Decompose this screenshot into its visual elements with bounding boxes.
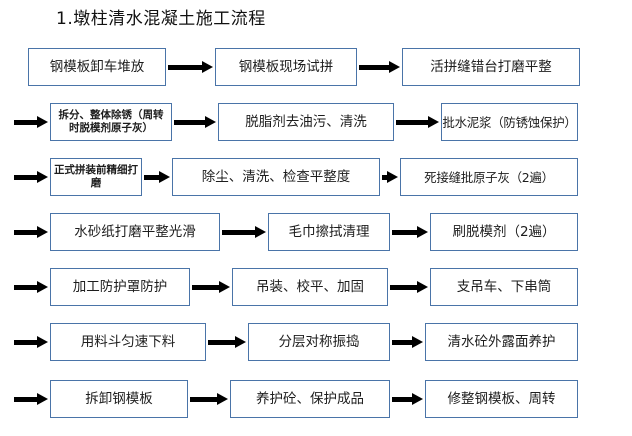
flow-node[interactable]: 毛巾擦拭清理 [268,213,390,251]
flow-arrow-icon [174,116,216,128]
flow-node[interactable]: 清水砼外露面养护 [425,323,578,361]
arrow-head [412,393,423,405]
arrow-shaft [392,229,418,235]
flow-node[interactable]: 加工防护罩防护 [50,268,190,306]
arrow-head [235,336,246,348]
arrow-head [255,226,266,238]
arrow-shaft [192,284,220,290]
flow-row: 用料斗匀速下料 分层对称振捣清水砼外露面养护 [0,323,632,363]
flow-arrow-icon [359,61,400,73]
arrow-shaft [168,64,203,70]
arrow-shaft [14,284,38,290]
flow-node[interactable]: 钢模板现场试拼 [215,48,357,86]
arrow-head [389,61,400,73]
flow-node[interactable]: 活拼缝错台打磨平整 [402,48,580,86]
flow-arrow-icon [392,393,423,405]
arrow-head [159,171,170,183]
arrow-head [417,281,428,293]
flow-arrow-icon [382,171,398,183]
arrow-head [428,116,439,128]
flow-row: 拆卸钢模板 养护砼、保护成品修整钢模板、周转 [0,380,632,420]
flow-node[interactable]: 支吊车、下串筒 [430,268,578,306]
flow-node[interactable]: 分层对称振捣 [248,323,390,361]
flow-node[interactable]: 钢模板卸车堆放 [28,48,166,86]
flow-node[interactable]: 除尘、清洗、检查平整度 [172,158,380,196]
flow-arrow-icon [14,336,48,348]
arrow-head [37,116,48,128]
arrow-head [37,336,48,348]
arrow-head [219,281,230,293]
flow-arrow-icon [392,336,423,348]
arrow-shaft [222,229,256,235]
flow-node[interactable]: 脱脂剂去油污、清洗 [218,103,394,141]
flow-node[interactable]: 拆卸钢模板 [50,380,188,418]
arrow-head [37,226,48,238]
arrow-shaft [174,119,206,125]
flow-arrow-icon [14,281,48,293]
arrow-head [205,116,216,128]
flow-node[interactable]: 修整钢模板、周转 [425,380,578,418]
flow-arrow-icon [392,226,428,238]
flow-row: 加工防护罩防护 吊装、校平、加固 支吊车、下串筒 [0,268,632,308]
arrow-head [217,393,228,405]
arrow-shaft [359,64,390,70]
flow-row: 正式拼装前精细打磨除尘、清洗、检查平整度死接缝批原子灰（2遍） [0,158,632,198]
arrow-shaft [14,174,38,180]
arrow-shaft [392,339,413,345]
arrow-shaft [144,174,160,180]
flow-node[interactable]: 吊装、校平、加固 [232,268,388,306]
flow-arrow-icon [14,226,48,238]
flow-node[interactable]: 养护砼、保护成品 [230,380,390,418]
flow-node[interactable]: 死接缝批原子灰（2遍） [400,158,578,196]
flow-arrow-icon [14,171,48,183]
arrow-shaft [396,119,429,125]
arrow-shaft [14,396,38,402]
flow-arrow-icon [396,116,439,128]
arrow-shaft [208,339,236,345]
flow-arrow-icon [192,281,230,293]
arrow-head [37,171,48,183]
flow-arrow-icon [14,116,48,128]
arrow-shaft [392,396,413,402]
flow-arrow-icon [144,171,170,183]
arrow-head [37,281,48,293]
flow-node[interactable]: 刷脱模剂（2遍） [430,213,578,251]
flow-arrow-icon [222,226,266,238]
arrow-head [412,336,423,348]
flow-node[interactable]: 批水泥浆（防锈蚀保护） [441,103,578,141]
arrow-head [417,226,428,238]
flow-arrow-icon [14,393,48,405]
page-title: 1.墩柱清水混凝土施工流程 [56,9,266,29]
arrow-head [37,393,48,405]
flow-node[interactable]: 用料斗匀速下料 [50,323,206,361]
arrow-head [202,61,213,73]
arrow-shaft [390,284,418,290]
arrow-shaft [14,339,38,345]
arrow-shaft [14,119,38,125]
arrow-shaft [14,229,38,235]
arrow-head [387,171,398,183]
flow-row: 水砂纸打磨平整光滑 毛巾擦拭清理 刷脱模剂（2遍） [0,213,632,253]
arrow-shaft [382,174,388,180]
flow-node[interactable]: 水砂纸打磨平整光滑 [50,213,220,251]
flow-node[interactable]: 正式拼装前精细打磨 [50,158,142,196]
flow-row: 拆分、整体除锈（周转时脱模剂原子灰） 脱脂剂去油污、清洗 批水泥浆（防锈蚀保护） [0,103,632,143]
flow-arrow-icon [208,336,246,348]
flow-arrow-icon [390,281,428,293]
flow-node[interactable]: 拆分、整体除锈（周转时脱模剂原子灰） [50,103,172,141]
flow-arrow-icon [190,393,228,405]
flow-row: 钢模板卸车堆放 钢模板现场试拼 活拼缝错台打磨平整 [0,48,632,88]
arrow-shaft [190,396,218,402]
flow-arrow-icon [168,61,213,73]
